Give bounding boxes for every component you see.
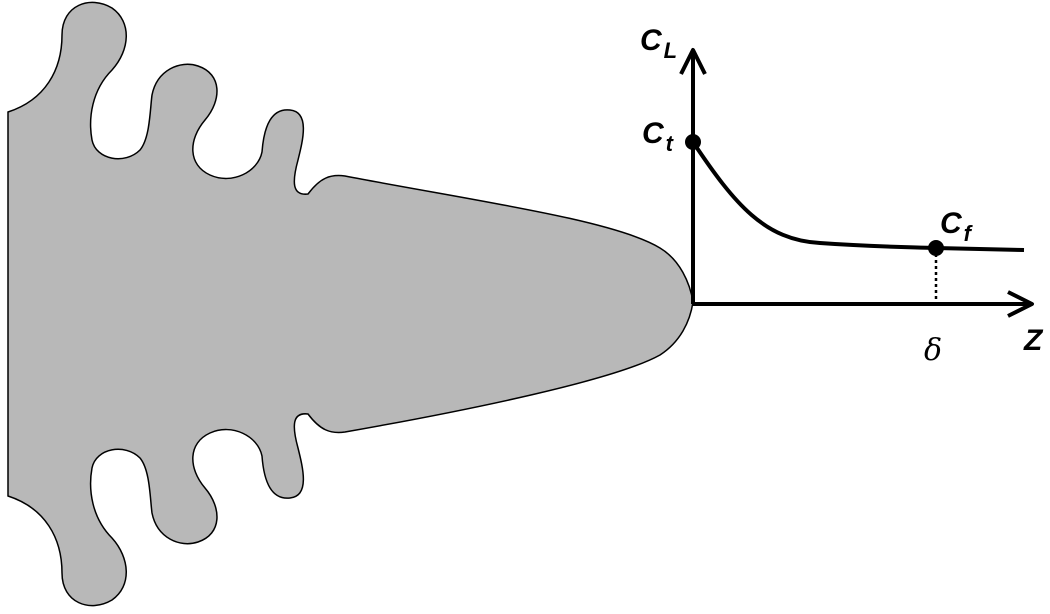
far-field-concentration-point [928,240,944,256]
y-axis-label: CL [640,24,677,63]
x-axis-arrowhead [1007,290,1034,318]
tip-concentration-label: Ct [642,117,675,156]
tip-concentration-point [685,134,701,150]
far-field-concentration-label: Cf [940,207,974,246]
boundary-layer-label: δ [924,333,942,368]
concentration-curve [691,140,1025,252]
x-axis-label: Z [1023,324,1044,357]
dendrite-shape [7,1,694,607]
y-axis-arrowhead [679,48,707,75]
concentration-profile-plot: CL Ct Cf Z δ [640,24,1044,368]
